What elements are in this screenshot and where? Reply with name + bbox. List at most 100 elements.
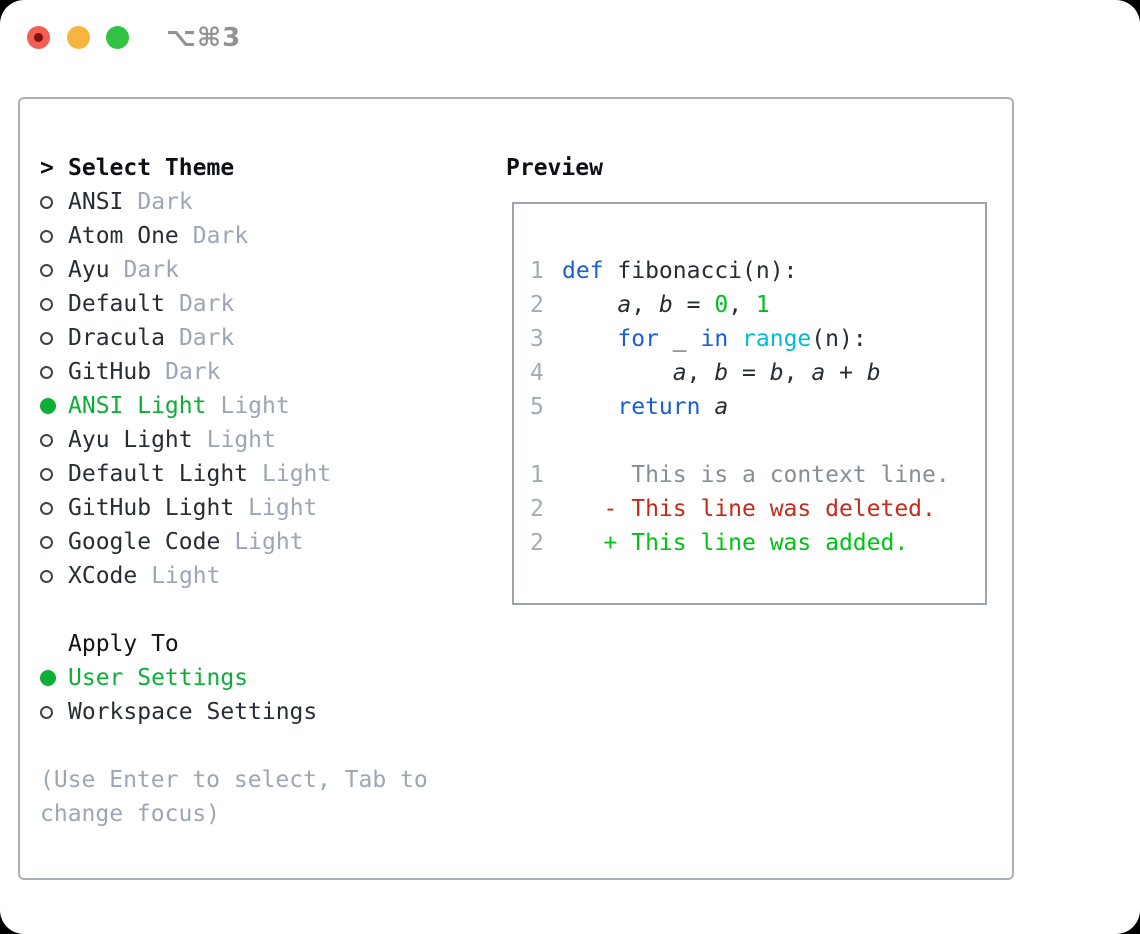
preview-code-line: 3 for _ in range(n): <box>530 322 985 356</box>
radio-icon[interactable] <box>40 501 53 515</box>
radio-icon[interactable] <box>40 229 53 243</box>
theme-option-label: Default <box>68 291 165 317</box>
code-token-var: a <box>672 360 687 386</box>
radio-icon[interactable] <box>40 705 53 719</box>
apply-option-user-settings[interactable]: User Settings <box>40 661 470 695</box>
radio-icon[interactable] <box>40 433 53 447</box>
code-token-kw: for <box>617 326 659 352</box>
unsaved-dot-icon <box>34 33 43 42</box>
spacer <box>40 729 470 763</box>
radio-selected-icon[interactable] <box>40 398 56 414</box>
close-button[interactable] <box>27 26 50 49</box>
theme-variant-tag: Dark <box>137 189 193 215</box>
line-number: 5 <box>530 394 544 420</box>
preview-diff-block: 1 This is a context line.2 - This line w… <box>530 458 985 560</box>
code-token-fg: (n): <box>811 326 867 352</box>
focus-marker: > <box>40 155 68 181</box>
prompt-icon: > <box>40 155 54 181</box>
radio-marker <box>40 331 68 345</box>
code-token-fg <box>700 394 714 420</box>
diff-text-ctx: This is a context line. <box>562 462 950 488</box>
minimize-button[interactable] <box>67 26 90 49</box>
theme-variant-tag: Light <box>220 393 290 419</box>
radio-marker <box>40 501 68 515</box>
radio-marker <box>40 467 68 481</box>
radio-marker <box>40 365 68 379</box>
radio-icon[interactable] <box>40 535 53 549</box>
radio-marker <box>40 195 68 209</box>
line-number: 4 <box>530 360 544 386</box>
code-token-fg: fibonacci(n): <box>603 258 798 284</box>
theme-variant-tag: Light <box>234 529 304 555</box>
preview-code-line: 4 a, b = b, a + b <box>530 356 985 390</box>
theme-option-label: XCode <box>68 563 138 589</box>
code-token-num: 1 <box>755 292 770 318</box>
code-token-kw: def <box>562 258 604 284</box>
theme-option-label: Default Light <box>68 461 249 487</box>
code-token-fg: + <box>825 360 867 386</box>
apply-option-workspace-settings[interactable]: Workspace Settings <box>40 695 470 729</box>
help-text: (Use Enter to select, Tab to change focu… <box>40 767 428 827</box>
radio-marker <box>40 433 68 447</box>
code-token-var: b <box>658 292 673 318</box>
window-title: ⌥⌘3 <box>166 23 242 53</box>
radio-icon[interactable] <box>40 569 53 583</box>
code-text: for _ in range(n): <box>562 326 867 352</box>
radio-marker <box>40 229 68 243</box>
radio-icon[interactable] <box>40 297 53 311</box>
radio-icon[interactable] <box>40 365 53 379</box>
theme-variant-tag: Light <box>151 563 221 589</box>
radio-icon[interactable] <box>40 331 53 345</box>
line-number: 1 <box>530 462 544 488</box>
radio-selected-icon[interactable] <box>40 670 56 686</box>
code-token-fg: , <box>631 292 659 318</box>
code-text: a, b = 0, 1 <box>562 292 770 318</box>
preview-code-line: 2 a, b = 0, 1 <box>530 288 985 322</box>
radio-marker <box>40 670 68 686</box>
line-number: 2 <box>530 530 544 556</box>
code-token-fg <box>562 394 617 420</box>
code-text: def fibonacci(n): <box>562 258 797 284</box>
code-token-var: a <box>811 360 826 386</box>
zoom-button[interactable] <box>106 26 129 49</box>
diff-text-add: + This line was added. <box>562 530 909 556</box>
code-token-var: a <box>714 394 729 420</box>
code-token-var: b <box>866 360 881 386</box>
code-token-var: b <box>714 360 729 386</box>
theme-option-xcode[interactable]: XCode Light <box>40 559 470 593</box>
code-token-fn: range <box>742 326 812 352</box>
spacer <box>40 593 470 627</box>
code-token-fg: = <box>728 360 770 386</box>
theme-variant-tag: Light <box>206 427 276 453</box>
radio-marker <box>40 569 68 583</box>
preview-diff-line-add: 2 + This line was added. <box>530 526 985 560</box>
theme-option-label: GitHub <box>68 359 152 385</box>
theme-variant-tag: Dark <box>123 257 179 283</box>
radio-icon[interactable] <box>40 467 53 481</box>
code-token-kw: return <box>617 394 701 420</box>
radio-icon[interactable] <box>40 195 53 209</box>
code-token-var: a <box>617 292 632 318</box>
code-token-fg: , <box>783 360 812 386</box>
radio-icon[interactable] <box>40 263 53 277</box>
theme-list-title: Select Theme <box>68 155 235 181</box>
theme-variant-tag: Dark <box>192 223 249 249</box>
preview-title: Preview <box>506 155 603 181</box>
